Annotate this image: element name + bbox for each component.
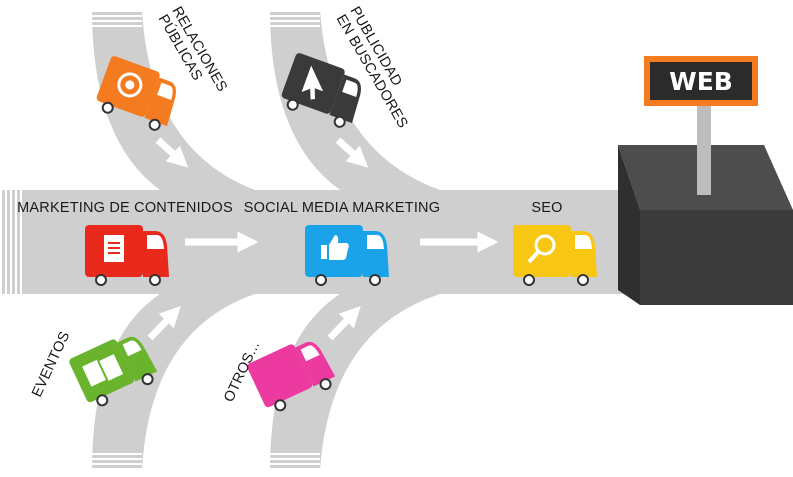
truck-publicidad: [281, 53, 361, 128]
truck-social: [305, 225, 389, 286]
arrow-up-2: [327, 305, 361, 341]
branch-road-otros: [270, 294, 440, 470]
branch-road-publicidad: [270, 10, 440, 190]
branch-stripes: [92, 10, 320, 470]
label-marketing-contenidos: MARKETING DE CONTENIDOS: [17, 200, 233, 216]
people-circle-icon: [117, 72, 143, 98]
svg-text:EVENTOS: EVENTOS: [29, 329, 73, 400]
sign-board: [650, 62, 752, 100]
label-eventos: EVENTOS: [29, 329, 73, 400]
truck-contenidos: [85, 225, 169, 286]
cursor-arrow-icon: [301, 65, 324, 100]
truck-otros: [247, 341, 336, 412]
road-start-stripes: [0, 190, 22, 294]
branch-road-relaciones: [92, 10, 255, 190]
sign-pole: [697, 100, 711, 195]
truck-relaciones: [96, 56, 176, 131]
magnifier-icon: [527, 234, 556, 264]
thumbs-up-icon: [321, 235, 349, 260]
arrow-down-2: [335, 137, 369, 168]
truck-eventos: [69, 336, 158, 407]
truck-seo: [513, 225, 597, 286]
arrow-up-1: [147, 305, 181, 341]
label-seo: SEO: [531, 200, 562, 216]
direction-arrows: [147, 137, 499, 341]
tickets-icon: [82, 354, 124, 387]
arrow-down-1: [155, 137, 189, 168]
document-icon: [104, 235, 124, 262]
building-left-face: [618, 145, 640, 305]
building-front: [640, 210, 793, 305]
web-sign-text: WEB: [669, 67, 733, 96]
web-destination: WEB: [618, 56, 793, 305]
label-social-media-marketing: SOCIAL MEDIA MARKETING: [244, 200, 440, 216]
